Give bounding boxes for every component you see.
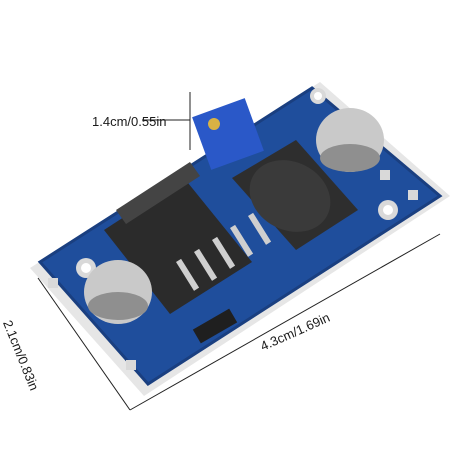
schottky-diode [192,308,238,344]
height-dimension-label: 1.4cm/0.55in [92,114,167,129]
length-dimension-line [129,233,441,411]
chip-tab [116,162,200,224]
trimpot [192,98,264,170]
width-dimension-line [37,277,131,411]
chip-leads [176,212,272,291]
in-minus-pad [126,360,136,370]
out-minus-pad [408,190,418,200]
in-plus-pad [48,278,58,288]
out-plus-pad [380,170,390,180]
trimpot-screw [208,118,220,130]
